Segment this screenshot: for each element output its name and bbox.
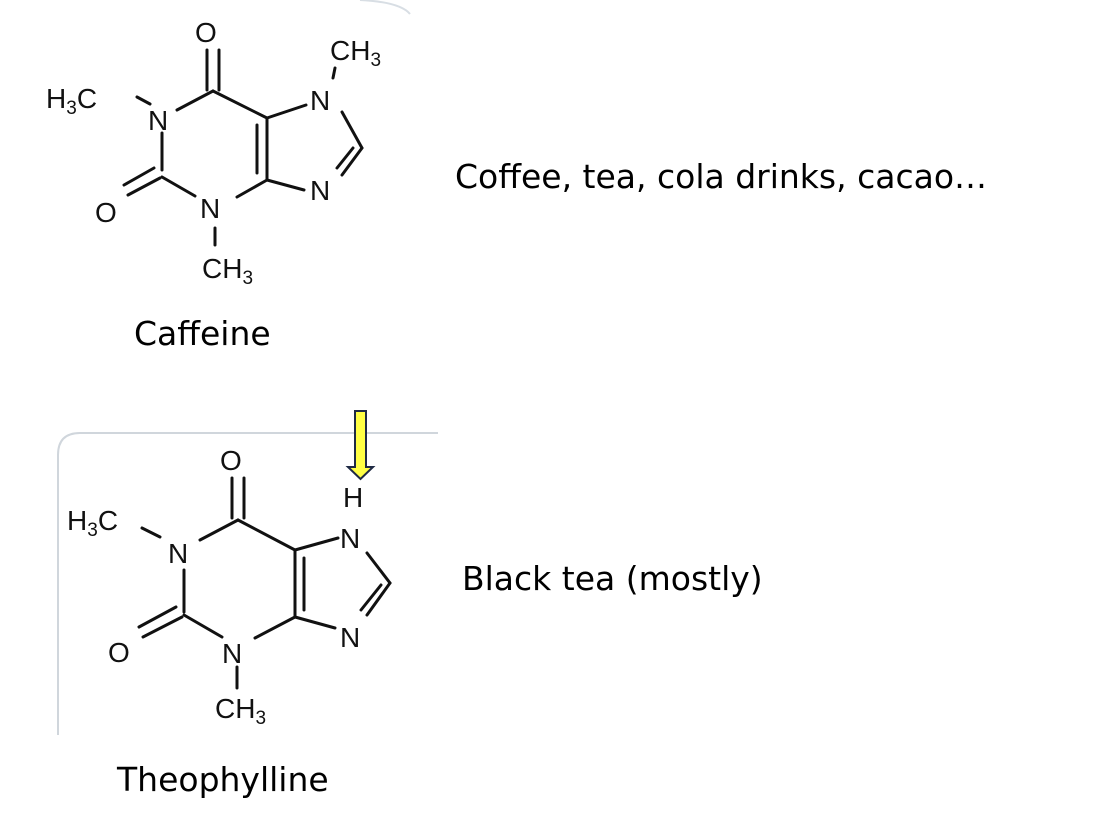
caffeine-sources: Coffee, tea, cola drinks, cacao… xyxy=(455,157,988,196)
atom-methyl-bottom: CH3 xyxy=(202,253,253,289)
atom-n9: N xyxy=(340,622,360,653)
frame-theophylline xyxy=(57,432,438,735)
atom-methyl-top: CH3 xyxy=(330,35,381,71)
atom-n1: N xyxy=(168,538,188,569)
caffeine-label: Caffeine xyxy=(134,314,271,353)
atom-methyl-left: H3C xyxy=(67,505,118,541)
atom-o-left: O xyxy=(108,637,130,668)
atom-methyl-left: H3C xyxy=(46,83,97,119)
atom-n7: N xyxy=(310,85,330,116)
atom-n9: N xyxy=(310,175,330,206)
frame-corner-top xyxy=(359,0,411,15)
atom-methyl-bottom: CH3 xyxy=(215,693,266,729)
atom-n3: N xyxy=(222,638,242,669)
theophylline-structure: O O N N N N H H3C CH3 xyxy=(67,445,392,729)
atom-o-left: O xyxy=(95,197,117,228)
highlight-arrow-icon xyxy=(345,410,376,481)
theophylline-label: Theophylline xyxy=(117,760,329,799)
atom-o-top: O xyxy=(220,445,242,476)
atom-n7: N xyxy=(340,523,360,554)
atom-n1: N xyxy=(148,105,168,136)
atom-h7: H xyxy=(343,482,363,513)
atom-o-top: O xyxy=(195,17,217,48)
theophylline-sources: Black tea (mostly) xyxy=(462,559,763,598)
atom-n3: N xyxy=(200,193,220,224)
caffeine-structure: O O N N N N H3C CH3 CH3 xyxy=(46,17,381,289)
